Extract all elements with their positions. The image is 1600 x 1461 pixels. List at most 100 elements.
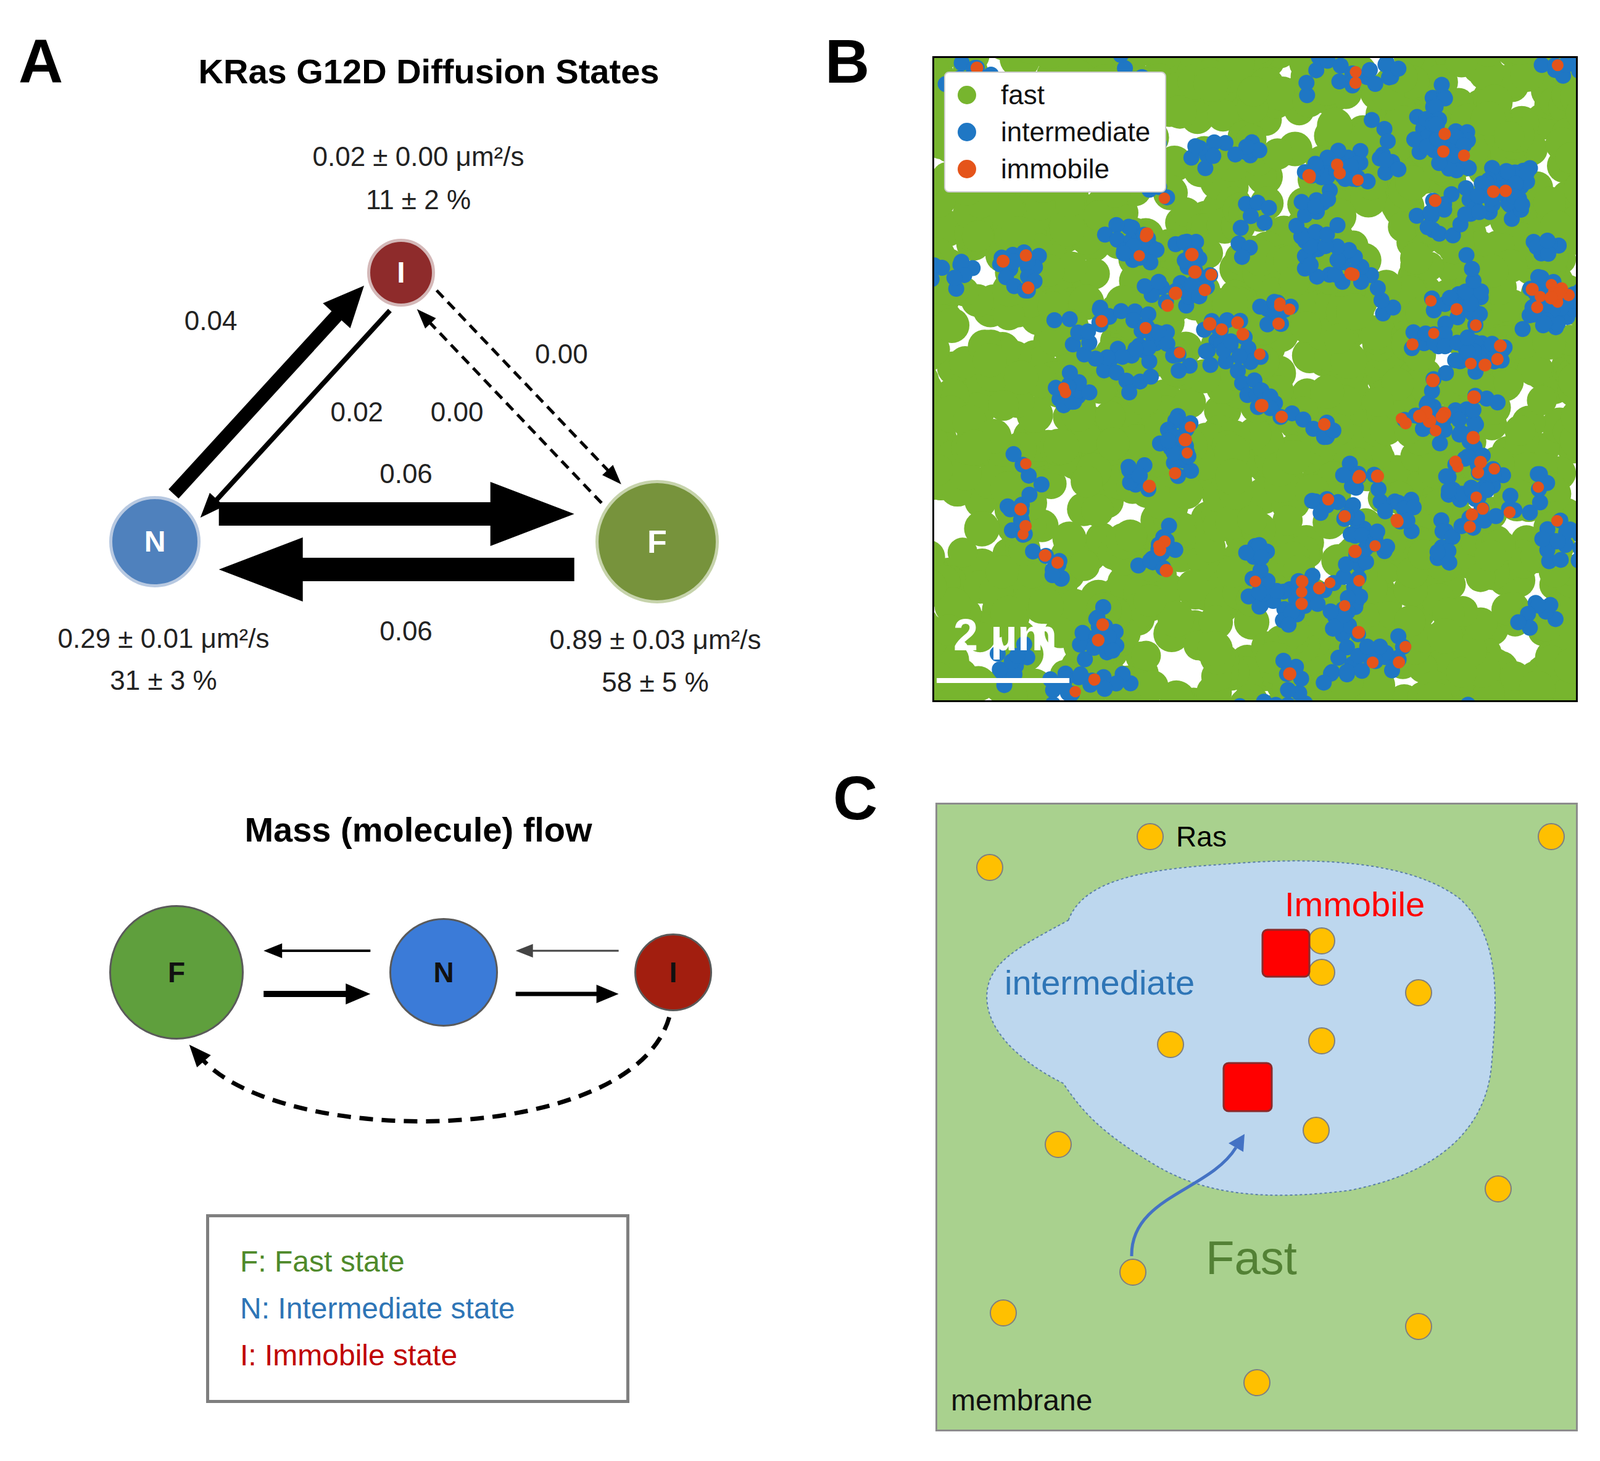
intermediate-dot [1514, 196, 1531, 213]
fast-dot [1094, 401, 1126, 432]
connector-line [515, 992, 602, 997]
fast-dot [1193, 67, 1228, 102]
arrowhead [515, 944, 534, 958]
fast-dot [1068, 549, 1101, 582]
intermediate-dot [1253, 549, 1270, 566]
fast-dot [1096, 427, 1130, 461]
fast-dot [1553, 648, 1578, 684]
connector-line [219, 502, 508, 526]
flow-arrow [515, 944, 619, 958]
intermediate-dot [1509, 614, 1526, 631]
fast-dot [1043, 428, 1080, 465]
fast-dot [1474, 539, 1507, 572]
fast-dot [955, 429, 993, 466]
intermediate-dot [1175, 431, 1192, 448]
intermediate-dot [1467, 416, 1484, 433]
fast-dot [1417, 452, 1455, 489]
intermediate-dot [1489, 394, 1506, 411]
fast-dot [1493, 120, 1525, 152]
connector-line [529, 950, 619, 953]
intermediate-dot [1530, 269, 1547, 286]
fast-dot [1427, 618, 1464, 655]
arrowhead [219, 537, 303, 602]
fast-dot [1446, 657, 1478, 689]
flow-arrow [515, 984, 619, 1004]
intermediate-dot [1514, 320, 1531, 337]
fast-dot [1316, 107, 1352, 144]
fast-dot [1554, 142, 1578, 175]
connector-line [201, 1017, 670, 1122]
intermediate-dot [1390, 161, 1407, 178]
connector-line [213, 310, 390, 503]
arrowhead [322, 285, 365, 329]
intermediate-dot [1405, 499, 1422, 516]
arrowhead [189, 1044, 212, 1068]
fast-dot [1216, 555, 1249, 588]
rate-arrow [173, 285, 365, 494]
intermediate-dot [1261, 199, 1278, 216]
rate-arrow [219, 481, 575, 547]
fast-dot [961, 220, 994, 252]
intermediate-dot [1330, 649, 1347, 666]
flow-arrow [189, 1017, 670, 1122]
intermediate-dot [1293, 193, 1310, 210]
rate-arrow [200, 310, 390, 518]
intermediate-dot [1338, 663, 1356, 680]
fast-dot [1272, 505, 1303, 536]
fast-dot [1335, 293, 1373, 331]
connector-line [278, 949, 371, 953]
intermediate-dot [1335, 467, 1352, 484]
fast-dot [1504, 415, 1536, 447]
fast-dot [1416, 681, 1453, 703]
intermediate-dot [1502, 488, 1519, 505]
fast-dot [1290, 311, 1322, 344]
fast-dot [1081, 493, 1114, 527]
fast-dot [934, 686, 972, 703]
intermediate-dot [1142, 368, 1159, 386]
fast-dot [1363, 387, 1394, 418]
intermediate-dot [1425, 371, 1442, 388]
intermediate-dot [1280, 617, 1297, 634]
fast-dot [1030, 56, 1067, 70]
intermediate-dot [1319, 191, 1336, 208]
fast-dot [987, 389, 1019, 421]
fast-dot [1000, 215, 1036, 251]
intermediate-dot [1234, 248, 1251, 265]
fast-dot [1237, 504, 1268, 535]
fast-dot [1137, 670, 1169, 703]
arrowhead [263, 943, 282, 959]
intermediate-dot [953, 253, 970, 270]
fast-dot [1561, 398, 1578, 436]
intermediate-dot [1457, 206, 1474, 223]
arrowhead [200, 493, 225, 518]
fast-dot [932, 454, 954, 486]
flow-arrow [263, 943, 371, 959]
fast-dot [1238, 75, 1270, 107]
connector-line [173, 309, 342, 494]
connector-line [436, 290, 611, 474]
fast-dot [1527, 385, 1558, 416]
fast-dot [973, 343, 1008, 378]
fast-dot [1197, 631, 1233, 667]
fast-dot [1276, 439, 1312, 476]
intermediate-dot [1431, 225, 1448, 242]
connector-line [263, 990, 351, 998]
intermediate-dot [1256, 214, 1273, 231]
fast-dot [1400, 241, 1433, 275]
fast-dot [934, 307, 970, 344]
intermediate-dot [1318, 491, 1335, 508]
intermediate-dots [932, 56, 1578, 703]
intermediate-dot [1529, 465, 1546, 482]
intermediate-dot [1465, 402, 1482, 419]
intermediate-dot [1338, 507, 1356, 524]
intermediate-dot [1315, 674, 1332, 691]
intermediate-dot [1440, 482, 1457, 499]
flow-arrow [263, 983, 371, 1005]
arrowhead [602, 465, 622, 485]
fast-dot [1115, 520, 1148, 552]
intermediate-dot [1061, 364, 1078, 381]
intermediate-dot [1438, 468, 1455, 485]
fast-dot [1214, 458, 1252, 496]
rate-arrow [436, 290, 622, 485]
fast-dot [1558, 362, 1578, 399]
